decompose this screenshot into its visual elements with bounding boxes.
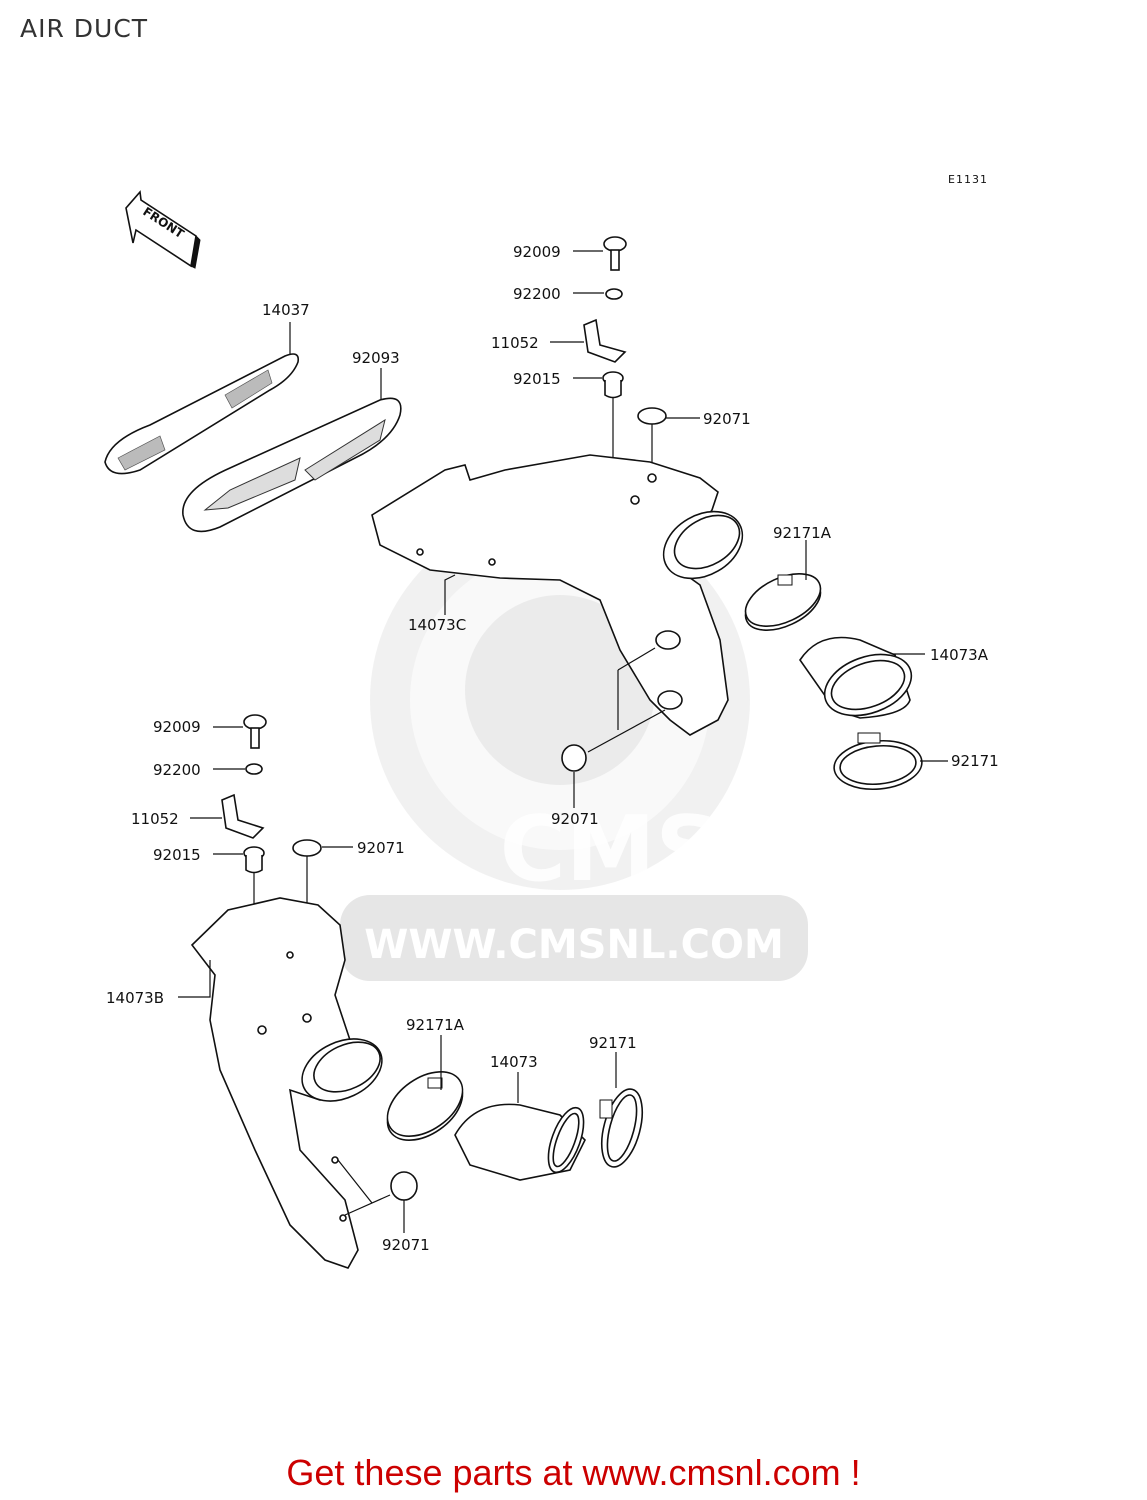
footer-link[interactable]: Get these parts at www.cmsnl.com !: [286, 1452, 861, 1493]
air-duct-part-b: [190, 897, 383, 1269]
callout-92071-mid: 92071: [551, 810, 599, 828]
callout-92171a-lower: 92171A: [406, 1016, 465, 1034]
air-duct-part-c: [371, 454, 744, 736]
callout-92071-bottom: 92071: [382, 1236, 430, 1254]
mesh-screen-part: [104, 353, 300, 475]
callout-14037: 14037: [262, 301, 310, 319]
callout-92171-lower: 92171: [589, 1034, 637, 1052]
page-title: AIR DUCT: [20, 14, 149, 43]
clamp-part-lower: [599, 1088, 644, 1168]
callout-92200-upper: 92200: [513, 285, 561, 303]
grommet-part-bottom: [390, 1171, 418, 1201]
callout-92071-lower: 92071: [357, 839, 405, 857]
callout-14073: 14073: [490, 1053, 538, 1071]
callout-92200-lower: 92200: [153, 761, 201, 779]
duct-seal-part: [182, 397, 402, 533]
bolt-part-upper: [603, 236, 627, 271]
grommet-part-lower: [292, 839, 322, 857]
callout-11052-lower: 11052: [131, 810, 179, 828]
callout-92071-upper: 92071: [703, 410, 751, 428]
collar-part-upper: [602, 371, 624, 399]
callout-92015-upper: 92015: [513, 370, 561, 388]
bracket-part-upper: [583, 318, 627, 363]
callout-14073a: 14073A: [930, 646, 989, 664]
bolt-part-lower: [243, 714, 267, 749]
clamp-part-upper: [833, 732, 923, 791]
air-duct-part-a: [799, 636, 913, 719]
callout-14073c: 14073C: [408, 616, 466, 634]
front-arrow-icon: FRONT: [125, 190, 201, 269]
callout-92093: 92093: [352, 349, 400, 367]
callout-92009-lower: 92009: [153, 718, 201, 736]
clamp-part-a-lower: [386, 1071, 464, 1141]
callout-11052-upper: 11052: [491, 334, 539, 352]
air-duct-elbow-part: [454, 1103, 586, 1181]
callout-92171-upper: 92171: [951, 752, 999, 770]
leader-lines: [178, 250, 948, 1233]
grommet-part-mid: [561, 744, 587, 772]
grommet-part-upper: [637, 407, 667, 425]
diagram-code: E1131: [948, 173, 988, 186]
watermark-brand: CMS: [500, 797, 720, 902]
callout-92009-upper: 92009: [513, 243, 561, 261]
collar-part-lower: [243, 846, 265, 874]
bracket-part-lower: [221, 793, 265, 839]
washer-part-lower: [245, 763, 263, 775]
callout-92171a-upper: 92171A: [773, 524, 832, 542]
watermark-url: WWW.CMSNL.COM: [364, 922, 784, 968]
washer-part-upper: [605, 288, 623, 300]
callout-92015-lower: 92015: [153, 846, 201, 864]
clamp-part-a-upper: [744, 573, 822, 631]
callout-14073b: 14073B: [106, 989, 164, 1007]
